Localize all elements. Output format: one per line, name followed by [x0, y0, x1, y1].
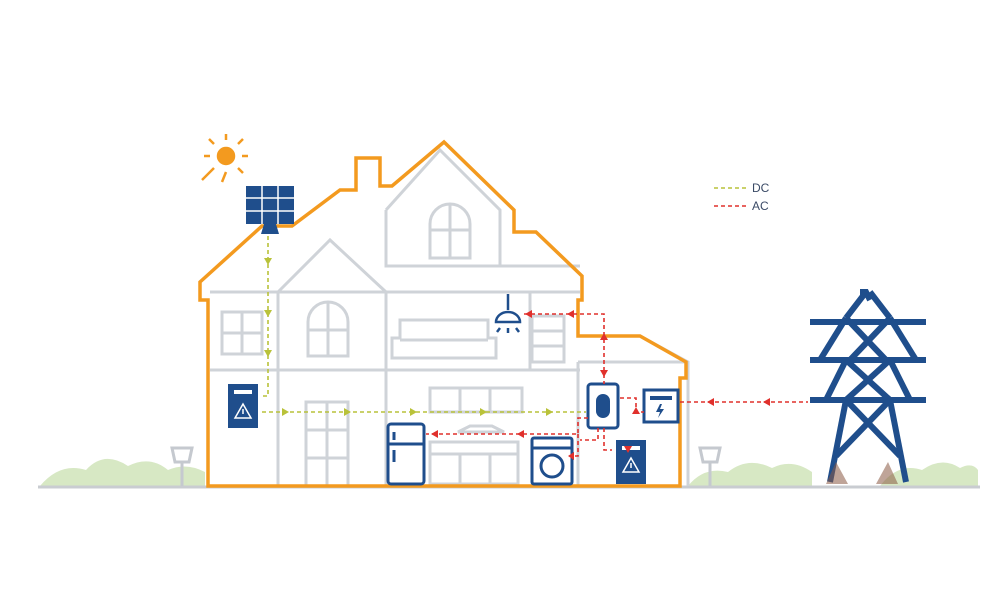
house-interior: [210, 147, 690, 488]
legend: DC AC: [714, 181, 770, 213]
ac-flow-lines: [426, 313, 808, 457]
sun-icon: [201, 134, 248, 183]
ceiling-lamp-icon: [494, 294, 522, 333]
bush-right-1: [688, 462, 812, 486]
consumer-unit-icon: [228, 384, 258, 428]
bush-left: [40, 458, 205, 486]
dc-flow-lines: [260, 236, 586, 413]
power-pylon-icon: [810, 289, 926, 483]
fridge-icon: [386, 422, 426, 486]
inverter-icon: [586, 382, 620, 430]
legend-dc-label: DC: [752, 181, 770, 195]
ac-flow-arrows: [431, 310, 770, 460]
washing-machine-icon: [530, 436, 574, 486]
legend-ac-label: AC: [752, 199, 769, 213]
electricity-meter-icon: [642, 388, 680, 424]
dc-flow-arrows: [264, 258, 553, 416]
pylon-base: [826, 462, 898, 484]
garden-lamp-right: [698, 446, 722, 486]
garden-lamp-left: [170, 446, 194, 486]
solar-panel-icon: [246, 186, 294, 234]
